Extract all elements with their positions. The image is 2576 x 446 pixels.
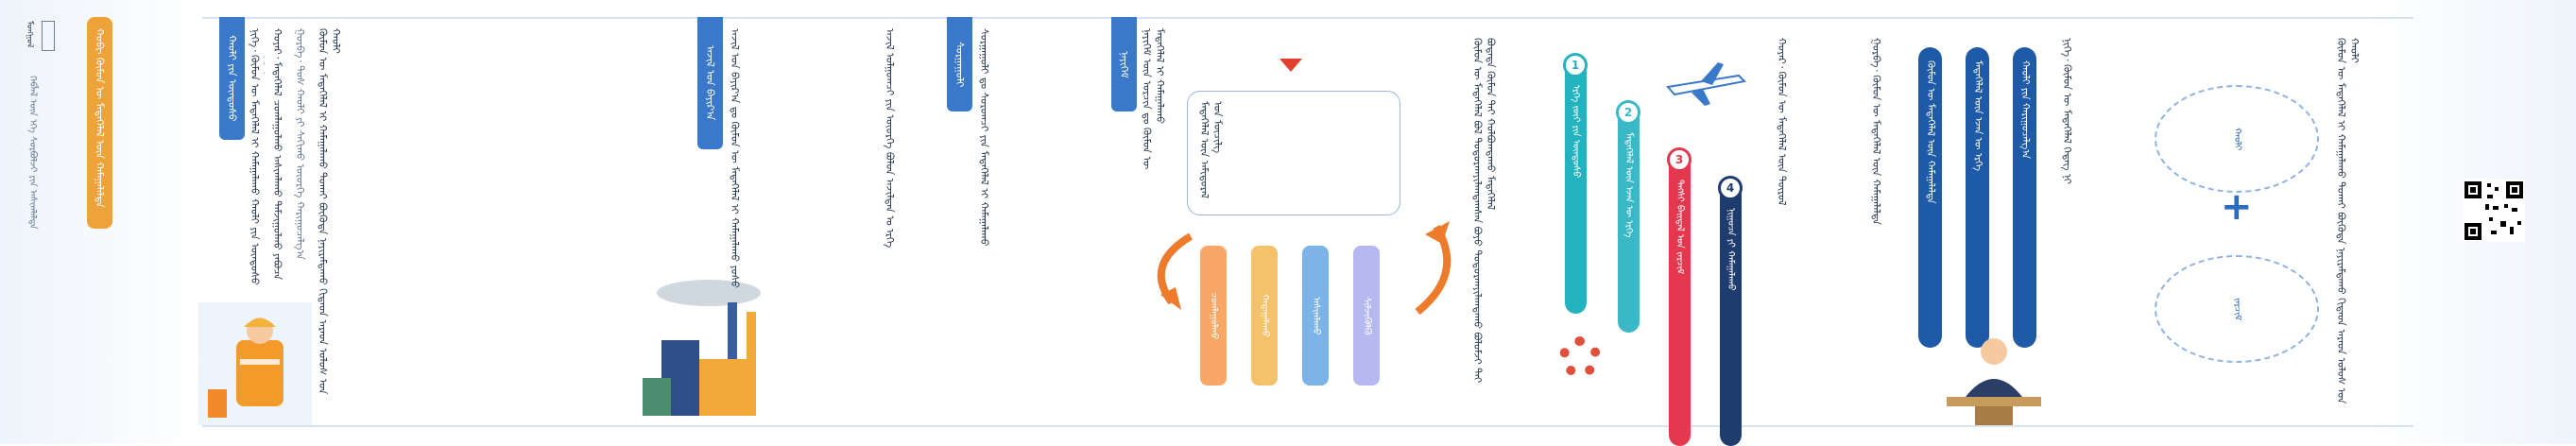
numbered-pill-2-text: ᠮᠡᠳᠡᠭᠡᠯᠡᠯ ᠦᠨ ᠡᠵᠡᠨ ᠦ ᠡᠷᠬᠡ bbox=[1623, 132, 1634, 238]
sidebar-small-title: ᠮᠣᠩᠭᠤᠯ bbox=[25, 21, 34, 48]
numbered-pill-1-text: ᠡᠷᠬᠡ ᠵᠦᠢ ᠶᠢᠨ ᠦᠨᠳᠦᠰᠦ bbox=[1571, 85, 1581, 179]
gear-icon bbox=[1559, 336, 1601, 378]
section-tag-3: ᠰᠤᠷᠭᠠᠭᠤᠯᠢ bbox=[947, 17, 972, 112]
numbered-pill-3: ᠲᠡᠭᠰᠢ ᠪᠠᠢᠳᠠᠯ ᠤᠨ ᠵᠠᠷᠴᠢᠮ bbox=[1669, 151, 1691, 446]
cycle-center-box: ᠮᠡᠳᠡᠭᠡᠯᠡᠯ ᠦᠨ ᠠᠮᠢᠳᠤᠷᠠᠯ ᠤᠨ ᠮᠥᠴᠢᠯᠭ bbox=[1187, 91, 1400, 215]
dark-pill-2: ᠮᠡᠳᠡᠭᠡᠯᠡᠯ ᠦᠨ ᠡᠵᠡᠨ ᠦ ᠡᠷᠬᠡ bbox=[1966, 47, 1989, 348]
qr-code bbox=[2463, 180, 2525, 242]
cycle-bar-3: ᠠᠰᠢᠭᠯᠠᠬᠤ bbox=[1302, 246, 1329, 386]
dark-pill-1: ᠬᠦᠮᠦᠨ ᠦ ᠮᠡᠳᠡᠭᠡᠯᠡᠯ ᠦᠨ ᠬᠠᠮᠠᠭᠠᠯᠠᠯᠲᠠ bbox=[1918, 47, 1942, 348]
worker-illustration bbox=[198, 302, 312, 425]
far-right-text: ᠬᠦᠮᠦᠨ ᠦ ᠮᠡᠳᠡᠭᠡᠯᠡᠯ ᠢ ᠬᠠᠮᠠᠭᠠᠯᠠᠬᠤ ᠲᠤᠬᠠᠢ ᠪᠦᠭ… bbox=[2335, 38, 2361, 404]
right-text-3: ᠭᠤᠷᠪᠠ᠂ ᠬᠦᠮᠦᠨ ᠦ ᠮᠡᠳᠡᠭᠡᠯᠡᠯ ᠦᠨ ᠬᠠᠮᠠᠭᠠᠯᠠᠯᠲᠠ bbox=[1870, 38, 1882, 225]
section-4-col-1: ᠨᠡᠶᠢᠭᠡᠮ ᠦᠨ ᠣᠷᠴᠢᠨ ᠳᠤ ᠬᠦᠮᠦᠨ ᠦ ᠮᠡᠳᠡᠭᠡᠯᠡᠯ ᠢ … bbox=[1141, 28, 1166, 170]
section-1-col-1: ᠨᠢᠭᠡ᠂ ᠬᠦᠮᠦᠨ ᠦ ᠮᠡᠳᠡᠭᠡᠯᠡᠯ ᠢ ᠬᠠᠮᠠᠭᠠᠯᠠᠬᠤ ᠬᠠᠤ… bbox=[249, 28, 265, 285]
sidebar-side-note: ᠬᠡᠪᠯᠡᠯ ᠦᠨ ᠡᠬᠡ ᠰᠤᠷᠪᠤᠯᠵᠢ ᠶᠢᠨ ᠠᠰᠢᠭᠯᠠᠯᠲᠠ bbox=[27, 76, 38, 230]
curve-arrow-right-icon bbox=[1415, 221, 1451, 316]
plus-icon: + bbox=[2221, 185, 2253, 229]
right-text-1: ᠨᠢᠭᠡ᠂ ᠬᠦᠮᠦᠨ ᠦ ᠮᠡᠳᠡᠭᠡᠯᠡᠯ ᠭᠡᠳᠡᠭ ᠨᠢ bbox=[2061, 38, 2073, 184]
frame-top-line bbox=[202, 17, 2413, 19]
sidebar-orange-tag: ᠬᠤᠪᠢ ᠬᠦᠮᠦᠨ ᠦ ᠮᠡᠳᠡᠭᠡᠯᠡᠯ ᠦᠨ ᠬᠠᠮᠠᠭᠠᠯᠠᠯᠲᠠ bbox=[87, 17, 112, 229]
numbered-pill-4-text: ᠨᠢᠭᠤᠴᠠ ᠶᠢ ᠬᠠᠮᠠᠭᠠᠯᠠᠬᠤ bbox=[1726, 208, 1736, 291]
ellipse-left-label: ᠬᠠᠤᠯᠢ bbox=[2232, 127, 2242, 151]
section-tag-2: ᠠᠵᠢᠯ ᠤᠨ ᠪᠠᠶᠢᠷ᠎ᠠ bbox=[697, 17, 723, 149]
number-4-badge: 4 bbox=[1718, 176, 1743, 200]
dark-pill-3: ᠬᠠᠤᠯᠢ ᠶᠢᠨ ᠬᠠᠷᠢᠭᠤᠴᠠᠯᠭ᠎ᠠ bbox=[2013, 47, 2036, 348]
number-1-badge: 1 bbox=[1563, 53, 1588, 77]
section-1-col-2: ᠬᠣᠶᠠᠷ᠂ ᠮᠡᠳᠡᠭᠡᠯᠡᠯ ᠴᠤᠭᠯᠠᠭᠤᠯᠬᠤ ᠠᠰᠢᠭᠯᠠᠬᠤ ᠳᠠᠮ… bbox=[271, 28, 283, 281]
airplane-icon bbox=[1666, 62, 1747, 106]
section-2-col-2: ᠠᠵᠢᠯ ᠣᠯᠭᠣᠭᠴᠢ ᠶᠢᠨ ᠦᠦᠷᠭᠡ ᠪᠤᠯᠤᠨ ᠠᠵᠢᠯᠲᠠᠨ ᠤ ᠡ… bbox=[884, 28, 896, 249]
cycle-bar-4: ᠰᠢᠯᠵᠢᠭᠦᠯᠬᠦ bbox=[1353, 246, 1380, 386]
ellipse-left: ᠬᠠᠤᠯᠢ bbox=[2155, 85, 2319, 193]
numbered-pill-3-text: ᠲᠡᠭᠰᠢ ᠪᠠᠢᠳᠠᠯ ᠤᠨ ᠵᠠᠷᠴᠢᠮ bbox=[1674, 180, 1685, 275]
section-tag-1: ᠬᠠᠤᠯᠢ ᠶᠢᠨ ᠦᠨᠳᠦᠰᠦ bbox=[219, 17, 245, 140]
numbered-pill-1: ᠡᠷᠬᠡ ᠵᠦᠢ ᠶᠢᠨ ᠦᠨᠳᠦᠰᠦ bbox=[1565, 57, 1587, 314]
down-arrow-icon bbox=[1279, 59, 1302, 72]
section-tag-4: ᠨᠡᠶᠢᠭᠡᠮ bbox=[1111, 17, 1137, 112]
speaker-illustration bbox=[1947, 338, 2041, 425]
section-1-col-3: ᠭᠤᠷᠪᠠ᠂ ᠲᠤᠰ ᠬᠠᠤᠯᠢ ᠶᠢ ᠰᠠᠬᠢᠬᠤ ᠦᠦᠷᠭᠡ ᠬᠠᠷᠢᠭᠤᠴ… bbox=[294, 28, 306, 260]
sidebar-box-icon bbox=[42, 21, 55, 51]
cycle-bar-1: ᠴᠤᠭᠯᠠᠭᠤᠯᠬᠤ bbox=[1200, 246, 1227, 386]
curve-arrow-left-icon bbox=[1157, 232, 1194, 310]
numbered-pill-2: ᠮᠡᠳᠡᠭᠡᠯᠡᠯ ᠦᠨ ᠡᠵᠡᠨ ᠦ ᠡᠷᠬᠡ bbox=[1618, 104, 1640, 333]
number-3-badge: 3 bbox=[1667, 147, 1692, 172]
section-3-col-1: ᠰᠤᠷᠭᠠᠭᠤᠯᠢ ᠳᠤ ᠰᠤᠷᠤᠭᠴᠢ ᠶᠢᠨ ᠮᠡᠳᠡᠭᠡᠯᠡᠯ ᠢ ᠬᠠᠮ… bbox=[978, 28, 990, 247]
number-2-badge: 2 bbox=[1616, 100, 1640, 125]
ellipse-right: ᠵᠠᠷᠴᠢᠮ bbox=[2155, 255, 2319, 363]
middle-text-1: ᠬᠦᠮᠦᠨ ᠦ ᠮᠡᠳᠡᠭᠡᠯᠡᠯ ᠪᠣᠯ ᠲᠣᠳᠣᠷᠬᠠᠶᠢᠯᠠᠭᠳᠠᠭᠰᠠᠨ… bbox=[1471, 38, 1497, 384]
frame-bottom-line bbox=[202, 425, 2413, 427]
section-2-col-1: ᠠᠵᠢᠯ ᠤᠨ ᠪᠠᠶᠢᠷ᠎ᠠ ᠳᠤ ᠬᠦᠮᠦᠨ ᠦ ᠮᠡᠳᠡᠭᠡᠯᠡᠯ ᠢ ᠬ… bbox=[729, 28, 741, 288]
factory-illustration bbox=[643, 280, 761, 416]
ellipse-right-label: ᠵᠠᠷᠴᠢᠮ bbox=[2232, 297, 2242, 321]
right-text-2: ᠬᠣᠶᠠᠷ᠂ ᠬᠦᠮᠦᠨ ᠦ ᠮᠡᠳᠡᠭᠡᠯᠡᠯ ᠦᠨ ᠲᠥᠷᠥᠯ bbox=[1776, 38, 1788, 206]
section-1-body: ᠬᠦᠮᠦᠨ ᠦ ᠮᠡᠳᠡᠭᠡᠯᠡᠯ ᠢ ᠬᠠᠮᠠᠭᠠᠯᠠᠬᠤ ᠲᠤᠬᠠᠢ ᠪᠦᠭ… bbox=[317, 28, 342, 395]
numbered-pill-4: ᠨᠢᠭᠤᠴᠠ ᠶᠢ ᠬᠠᠮᠠᠭᠠᠯᠠᠬᠤ bbox=[1720, 180, 1742, 446]
cycle-bar-2: ᠬᠠᠳᠠᠭᠠᠯᠠᠬᠤ bbox=[1251, 246, 1278, 386]
cycle-top-label: ᠮᠡᠳᠡᠭᠡᠯᠡᠯ ᠦᠨ ᠠᠮᠢᠳᠤᠷᠠᠯ ᠤᠨ ᠮᠥᠴᠢᠯᠭ bbox=[1198, 101, 1224, 198]
